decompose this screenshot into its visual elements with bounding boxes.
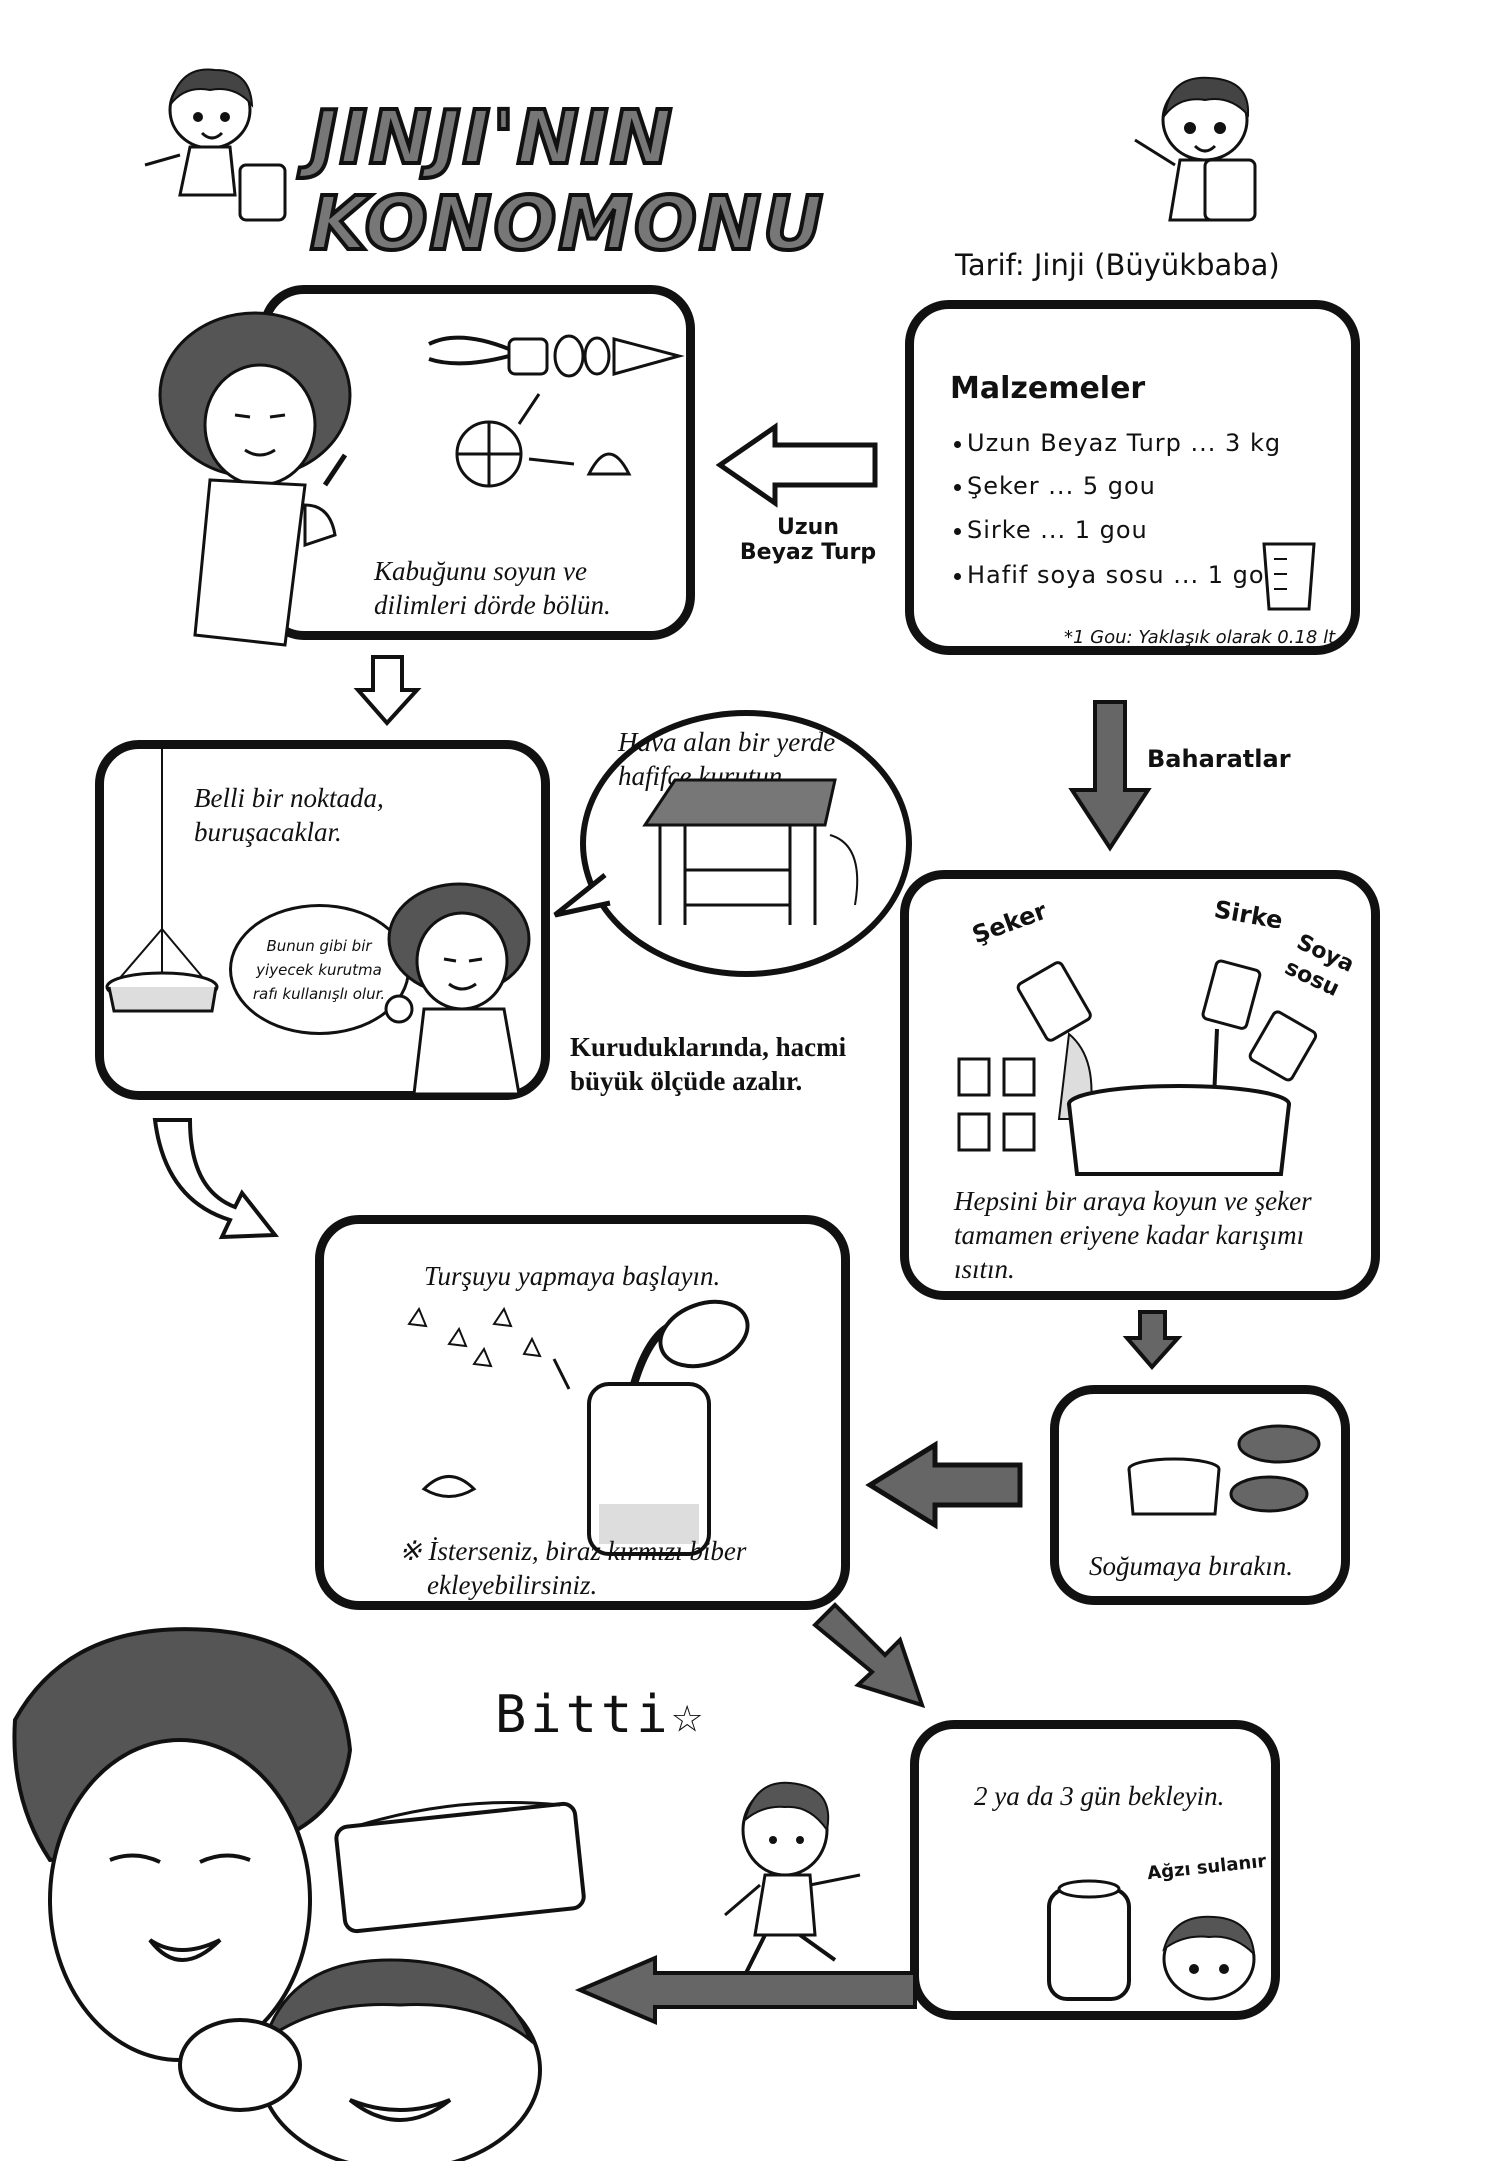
ingredients-panel: Malzemeler Uzun Beyaz Turp ... 3 kg Şeke…: [905, 300, 1360, 655]
crock-and-child-illustration: [1047, 1879, 1256, 2001]
ingredients-footnote: *1 Gou: Yaklaşık olarak 0.18 lt.: [1064, 627, 1341, 648]
step-heat-panel: Şeker Sirke Soya sosu Hepsini bir araya …: [900, 870, 1380, 1300]
running-kid-illustration: [724, 1781, 861, 1976]
step-shrink-text: Kuruduklarında, hacmi büyük ölçüde azalı…: [570, 1032, 847, 1096]
step-cool-panel: Soğumaya bırakın.: [1050, 1385, 1350, 1605]
step-wait-text: 2 ya da 3 gün bekleyin.: [974, 1781, 1225, 1811]
arrow-spices-label: Baharatlar: [1147, 745, 1291, 773]
ingredients-heading: Malzemeler: [950, 371, 1146, 406]
chibi-right-illustration: [1134, 76, 1257, 222]
title-text: JINJI'NIN KONOMONU: [308, 93, 825, 269]
step-wait-panel: 2 ya da 3 gün bekleyin. Ağzı sulanır: [910, 1720, 1280, 2020]
step-pickle-panel: Turşuyu yapmaya başlayın. ※ İsterseniz, …: [315, 1215, 850, 1610]
dry-bubble-tail: [553, 873, 611, 918]
arrow-left-radish: [715, 422, 878, 508]
measuring-cup-icon: [1262, 542, 1316, 611]
arrow-left-cool: [865, 1440, 1023, 1530]
pouring-pot-illustration: [957, 959, 1318, 1176]
pickle-jar-illustration: [407, 1299, 750, 1556]
step-pickle-note: ※ İsterseniz, biraz kırmızı biber ekleye…: [399, 1536, 747, 1600]
arrow-down-peel: [353, 655, 422, 727]
arrow-radish-label: Uzun Beyaz Turp: [739, 515, 877, 565]
chibi-left-illustration: [144, 68, 287, 222]
drying-shed-illustration: [642, 778, 859, 925]
dry-bubble-text: Hava alan bir yerde hafifçe kurutun.: [618, 727, 836, 791]
radish-slicing-illustration: [428, 334, 685, 488]
arrow-curved-down-right: [152, 1118, 279, 1240]
ingredient-item: Sirke ... 1 gou: [954, 516, 1148, 544]
page-title: JINJI'NIN KONOMONU: [308, 93, 1130, 269]
step-peel-text: Kabuğunu soyun ve dilimleri dörde bölün.: [374, 556, 611, 620]
pot-label-vinegar: Sirke: [1212, 895, 1285, 935]
dry-speech-bubble: [580, 710, 912, 977]
rack-bubble-text: Bunun gibi bir yiyecek kurutma rafı kull…: [252, 937, 386, 1003]
grandpa-pointing-illustration: [384, 882, 531, 1096]
arrow-down-spices: [1068, 700, 1152, 852]
ending-text: Bitti☆: [495, 1685, 707, 1745]
ingredient-item: Şeker ... 5 gou: [954, 472, 1156, 500]
arrow-down-right-pickle: [812, 1602, 926, 1709]
step-wrinkle-text: Belli bir noktada, buruşacaklar.: [194, 783, 384, 847]
grandpa-knife-illustration: [158, 311, 352, 647]
step-pickle-title: Turşuyu yapmaya başlayın.: [424, 1261, 721, 1291]
arrow-down-heat: [1122, 1310, 1183, 1371]
ingredient-item: Uzun Beyaz Turp ... 3 kg: [954, 429, 1281, 457]
ingredient-item: Hafif soya sosu ... 1 gou: [954, 561, 1281, 589]
recipe-credit: Tarif: Jinji (Büyükbaba): [955, 248, 1280, 282]
grandpa-kid-feast-illustration: [12, 1627, 586, 2161]
arrow-left-bottom: [574, 1954, 917, 2026]
step-wrinkle-panel: Belli bir noktada, buruşacaklar. Bunun g…: [95, 740, 550, 1100]
step-heat-text: Hepsini bir araya koyun ve şeker tamamen…: [954, 1186, 1312, 1284]
drying-rack-illustration: [105, 749, 219, 1013]
cooling-pot-illustration: [1127, 1424, 1321, 1516]
step-cool-text: Soğumaya bırakın.: [1089, 1551, 1293, 1581]
